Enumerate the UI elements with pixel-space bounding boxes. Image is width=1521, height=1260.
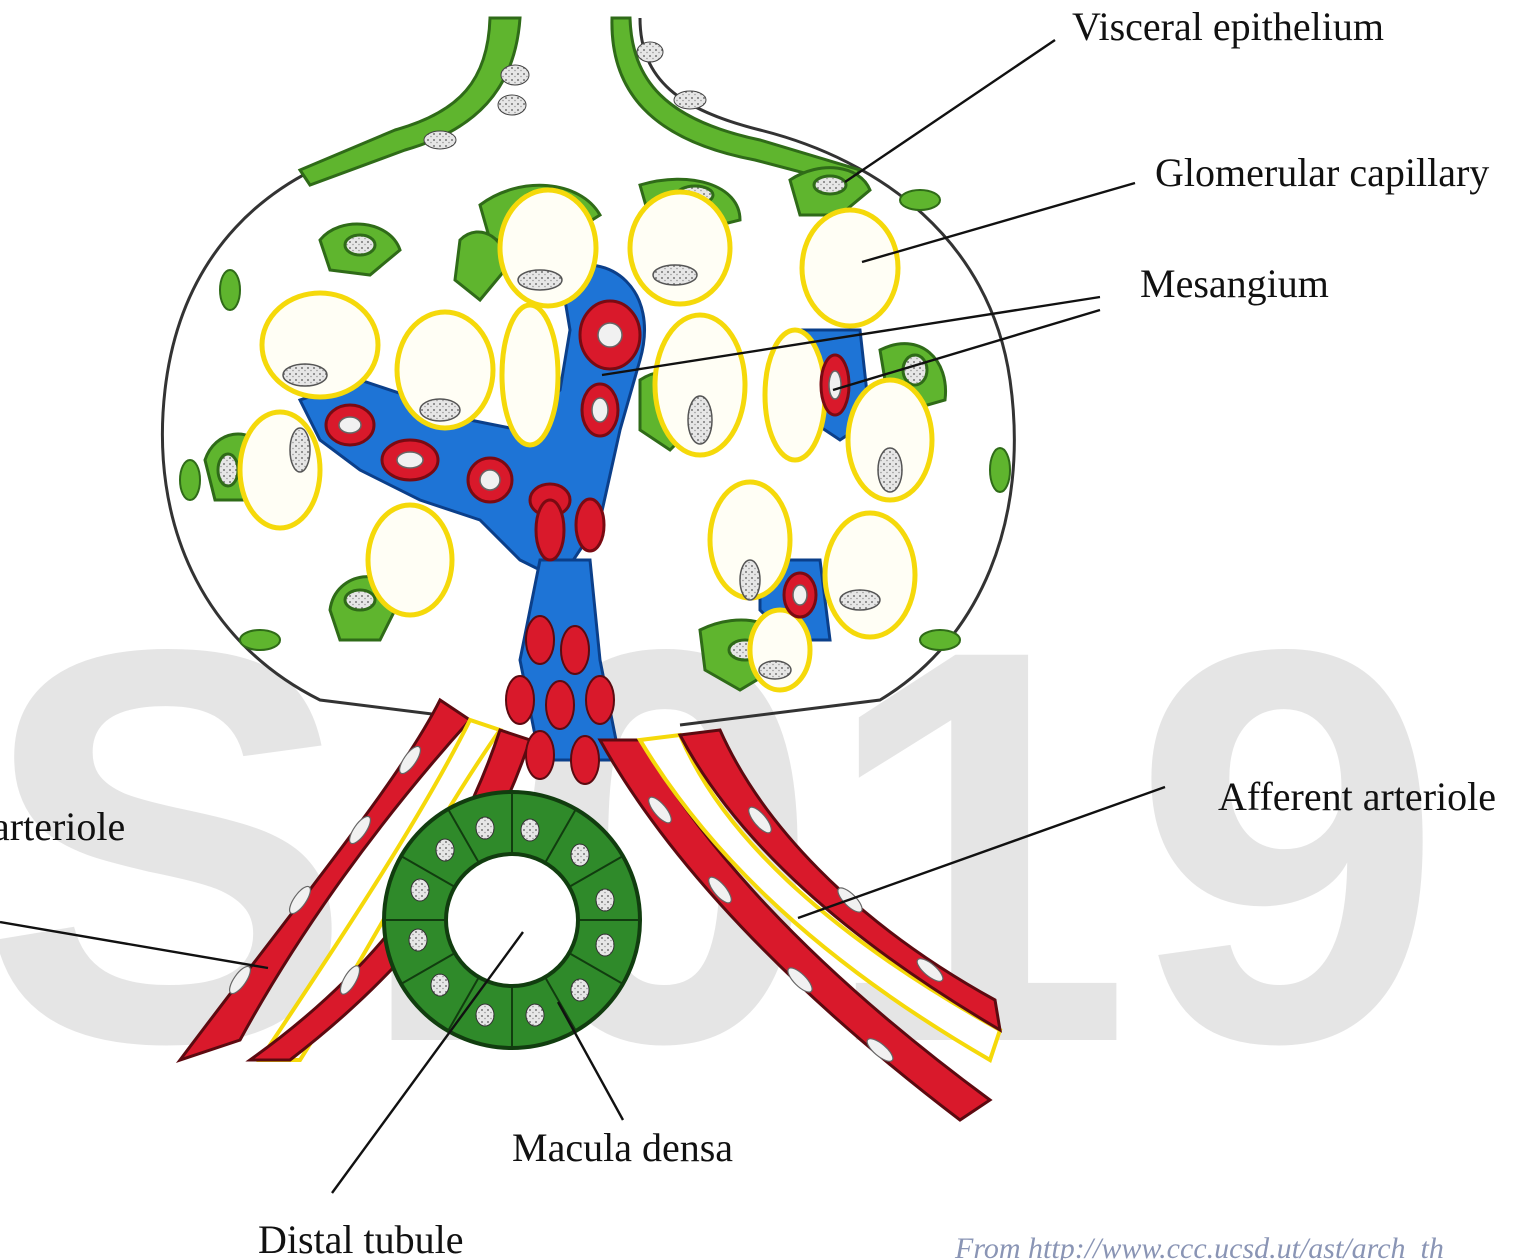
label-glomerular-capillary: Glomerular capillary [1155,150,1489,195]
leader-visceral-epithelium [845,40,1055,182]
label-mesangium: Mesangium [1140,261,1329,306]
label-distal-tubule: Distal tubule [258,1217,464,1260]
label-visceral-epithelium: Visceral epithelium [1072,4,1384,49]
label-afferent-arteriole: Afferent arteriole [1218,774,1496,819]
label-macula-densa: Macula densa [512,1125,733,1170]
label-efferent-arteriole: arteriole [0,804,125,849]
distal-tubule [384,792,640,1048]
source-credit: From http://www.ccc.ucsd.ut/ast/arch_th [954,1232,1444,1260]
